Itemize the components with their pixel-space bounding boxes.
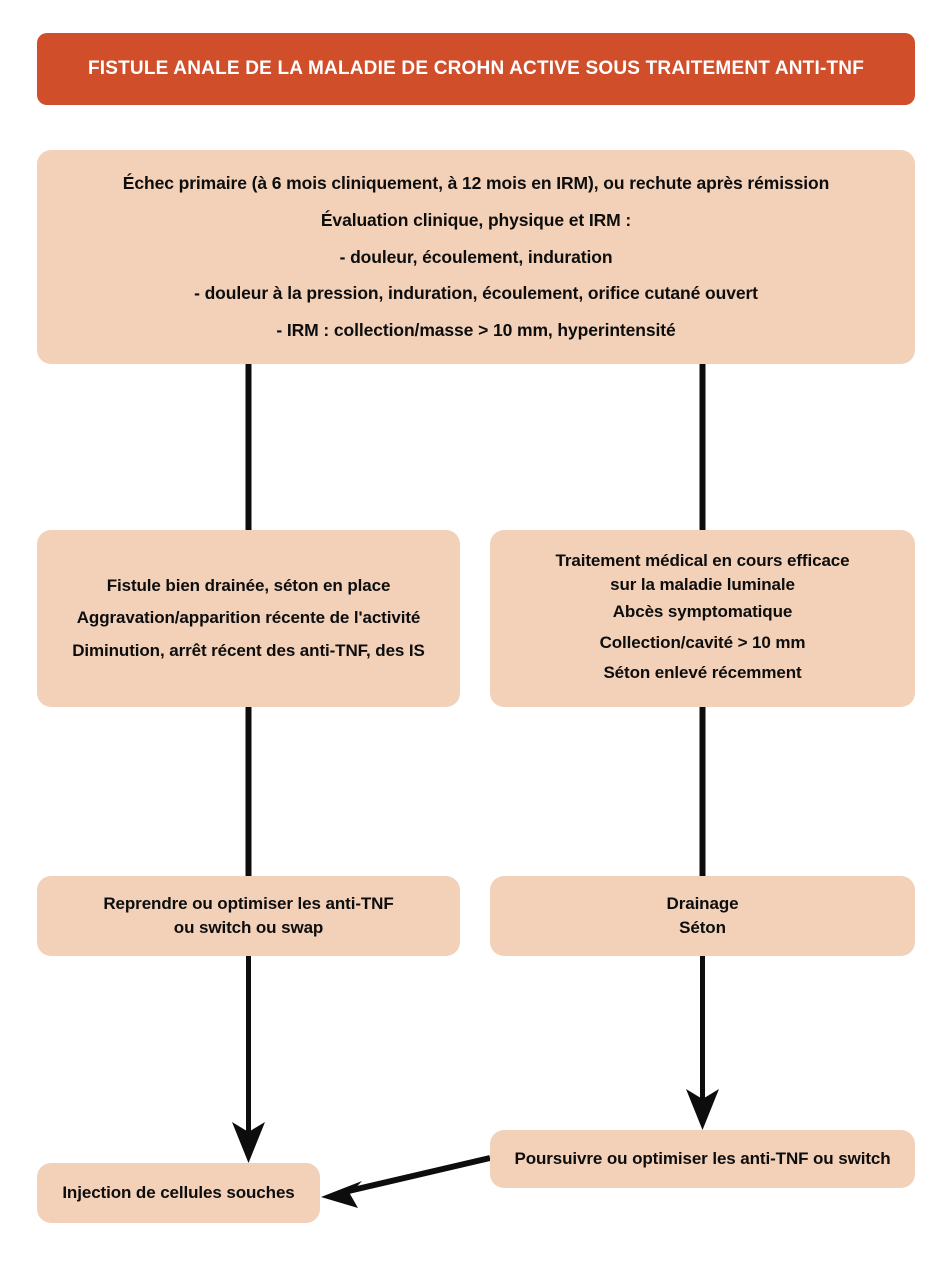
assessment-line-1: Échec primaire (à 6 mois cliniquement, à… (122, 172, 830, 193)
action-right-line-1: Drainage (666, 893, 739, 913)
assessment-line-3: - douleur, écoulement, induration (339, 246, 613, 267)
assessment-line-2: Évaluation clinique, physique et IRM : (320, 209, 632, 230)
arrowhead-down-stemcells (232, 1122, 265, 1163)
action-left-line-2: ou switch ou swap (173, 918, 324, 937)
criteria-right-line-2: sur la maladie luminale (610, 575, 795, 595)
criteria-left-line-1: Fistule bien drainée, séton en place (106, 576, 391, 596)
node-stem-cells: Injection de cellules souches (37, 1163, 320, 1223)
node-criteria-right: Traitement médical en cours efficace sur… (490, 530, 915, 707)
continue-antitnf-line-1: Poursuivre ou optimiser les anti-TNF ou … (514, 1148, 891, 1168)
node-action-right: Drainage Séton (490, 876, 915, 956)
assessment-line-5: - IRM : collection/masse > 10 mm, hyperi… (276, 320, 676, 341)
diagram-title-text: FISTULE ANALE DE LA MALADIE DE CROHN ACT… (87, 57, 865, 79)
stem-cells-line-1: Injection de cellules souches (62, 1182, 295, 1202)
node-action-left: Reprendre ou optimiser les anti-TNF ou s… (37, 876, 460, 956)
criteria-right-line-1: Traitement médical en cours efficace (555, 551, 850, 571)
criteria-left-line-3: Diminution, arrêt récent des anti-TNF, d… (72, 640, 425, 660)
assessment-line-4: - douleur à la pression, induration, éco… (194, 283, 758, 304)
criteria-right-line-4: Collection/cavité > 10 mm (599, 632, 806, 652)
criteria-left-line-2: Aggravation/apparition récente de l'acti… (76, 608, 421, 628)
action-left-line-1: Reprendre ou optimiser les anti-TNF (103, 893, 394, 913)
criteria-right-line-3: Abcès symptomatique (612, 602, 793, 622)
arrowhead-left-stemcells (321, 1181, 362, 1208)
connector-continue-to-stemcells (339, 1155, 491, 1196)
node-continue-antitnf: Poursuivre ou optimiser les anti-TNF ou … (490, 1130, 915, 1188)
criteria-right-line-5: Séton enlevé récemment (603, 662, 802, 682)
node-criteria-left: Fistule bien drainée, séton en place Agg… (37, 530, 460, 707)
arrowhead-down-continue (686, 1089, 719, 1130)
action-right-line-2: Séton (679, 918, 726, 937)
node-assessment: Échec primaire (à 6 mois cliniquement, à… (37, 150, 915, 364)
diagram-title-bar: FISTULE ANALE DE LA MALADIE DE CROHN ACT… (37, 33, 915, 105)
